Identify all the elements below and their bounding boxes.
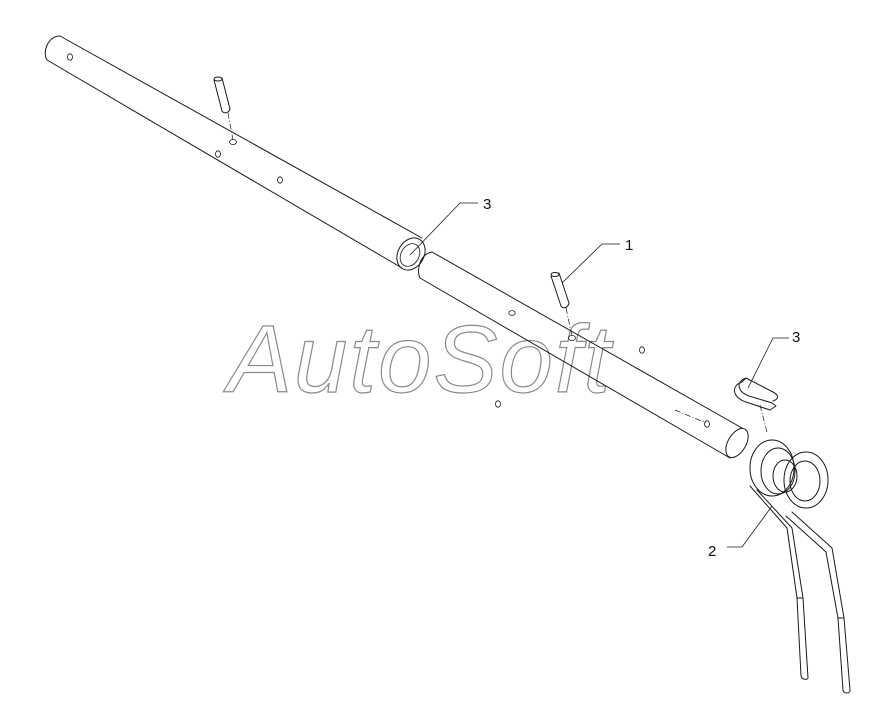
callout-3-top-label: 3	[483, 196, 491, 213]
watermark-text: AutoSoft	[223, 306, 614, 413]
callout-1: 1	[561, 237, 633, 284]
upper-tube	[44, 35, 426, 271]
callout-3-right: 3	[747, 329, 800, 389]
callout-2-label: 2	[708, 543, 716, 560]
pin-lower	[550, 272, 573, 337]
callout-3-top: 3	[409, 196, 491, 256]
lower-tube	[418, 251, 749, 459]
callout-3-right-label: 3	[792, 329, 800, 346]
hairpin-clip	[734, 377, 778, 433]
callout-2: 2	[708, 505, 773, 560]
coil-spring	[749, 439, 851, 694]
pin-upper	[213, 76, 234, 141]
callout-1-label: 1	[625, 237, 633, 254]
